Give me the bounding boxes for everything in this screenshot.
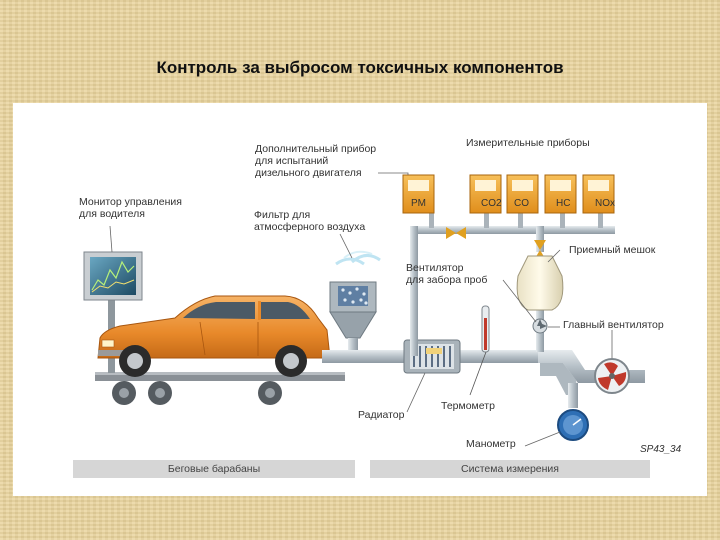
- analyzer-label-co: CO: [514, 198, 529, 209]
- extra-device-label: Дополнительный прибор для испытаний дизе…: [255, 143, 377, 179]
- sample-bag: [516, 255, 564, 311]
- main-fan-label: Главный вентилятор: [563, 319, 664, 331]
- analyzer-nox: [582, 174, 615, 214]
- radiator-label: Радиатор: [358, 409, 405, 421]
- analyzer-units: PM CO2 CO HC NOx: [402, 174, 615, 214]
- main-fan: [594, 358, 630, 394]
- sample-bag-label: Приемный мешок: [569, 244, 656, 256]
- measuring-devices-label: Измерительные приборы: [466, 137, 590, 149]
- manometer-label: Манометр: [466, 438, 516, 450]
- air-filter: [329, 250, 381, 352]
- manometer: [557, 409, 589, 441]
- sampling-manifold: [410, 212, 615, 356]
- band-roller-drums: Беговые барабаны: [73, 460, 355, 478]
- dynamometer-platform: [95, 372, 345, 381]
- roller-drums: [112, 381, 282, 405]
- analyzer-label-co2: CO2: [481, 198, 502, 209]
- leader-lines: [109, 172, 613, 447]
- sampling-fan: [532, 318, 548, 334]
- thermometer-label: Термометр: [441, 400, 495, 412]
- slide-title: Контроль за выбросом токсичных компонент…: [156, 58, 564, 77]
- analyzer-label-nox: NOx: [595, 198, 615, 209]
- test-car: [97, 295, 331, 377]
- sampling-fan-label: Вентилятор для забора проб: [406, 262, 488, 286]
- analyzer-pm: [402, 174, 435, 214]
- analyzer-co2: [469, 174, 502, 214]
- analyzer-hc: [544, 174, 577, 214]
- analyzer-label-hc: HC: [556, 198, 570, 209]
- analyzer-co: [506, 174, 539, 214]
- thermometer: [469, 305, 490, 396]
- band-measuring-system: Система измерения: [370, 460, 650, 478]
- driver-monitor: [83, 251, 143, 373]
- filter-label: Фильтр для атмосферного воздуха: [254, 209, 366, 233]
- monitor-label: Монитор управления для водителя: [79, 196, 182, 220]
- analyzer-label-pm: PM: [411, 198, 426, 209]
- figure-code: SP43_34: [640, 444, 682, 455]
